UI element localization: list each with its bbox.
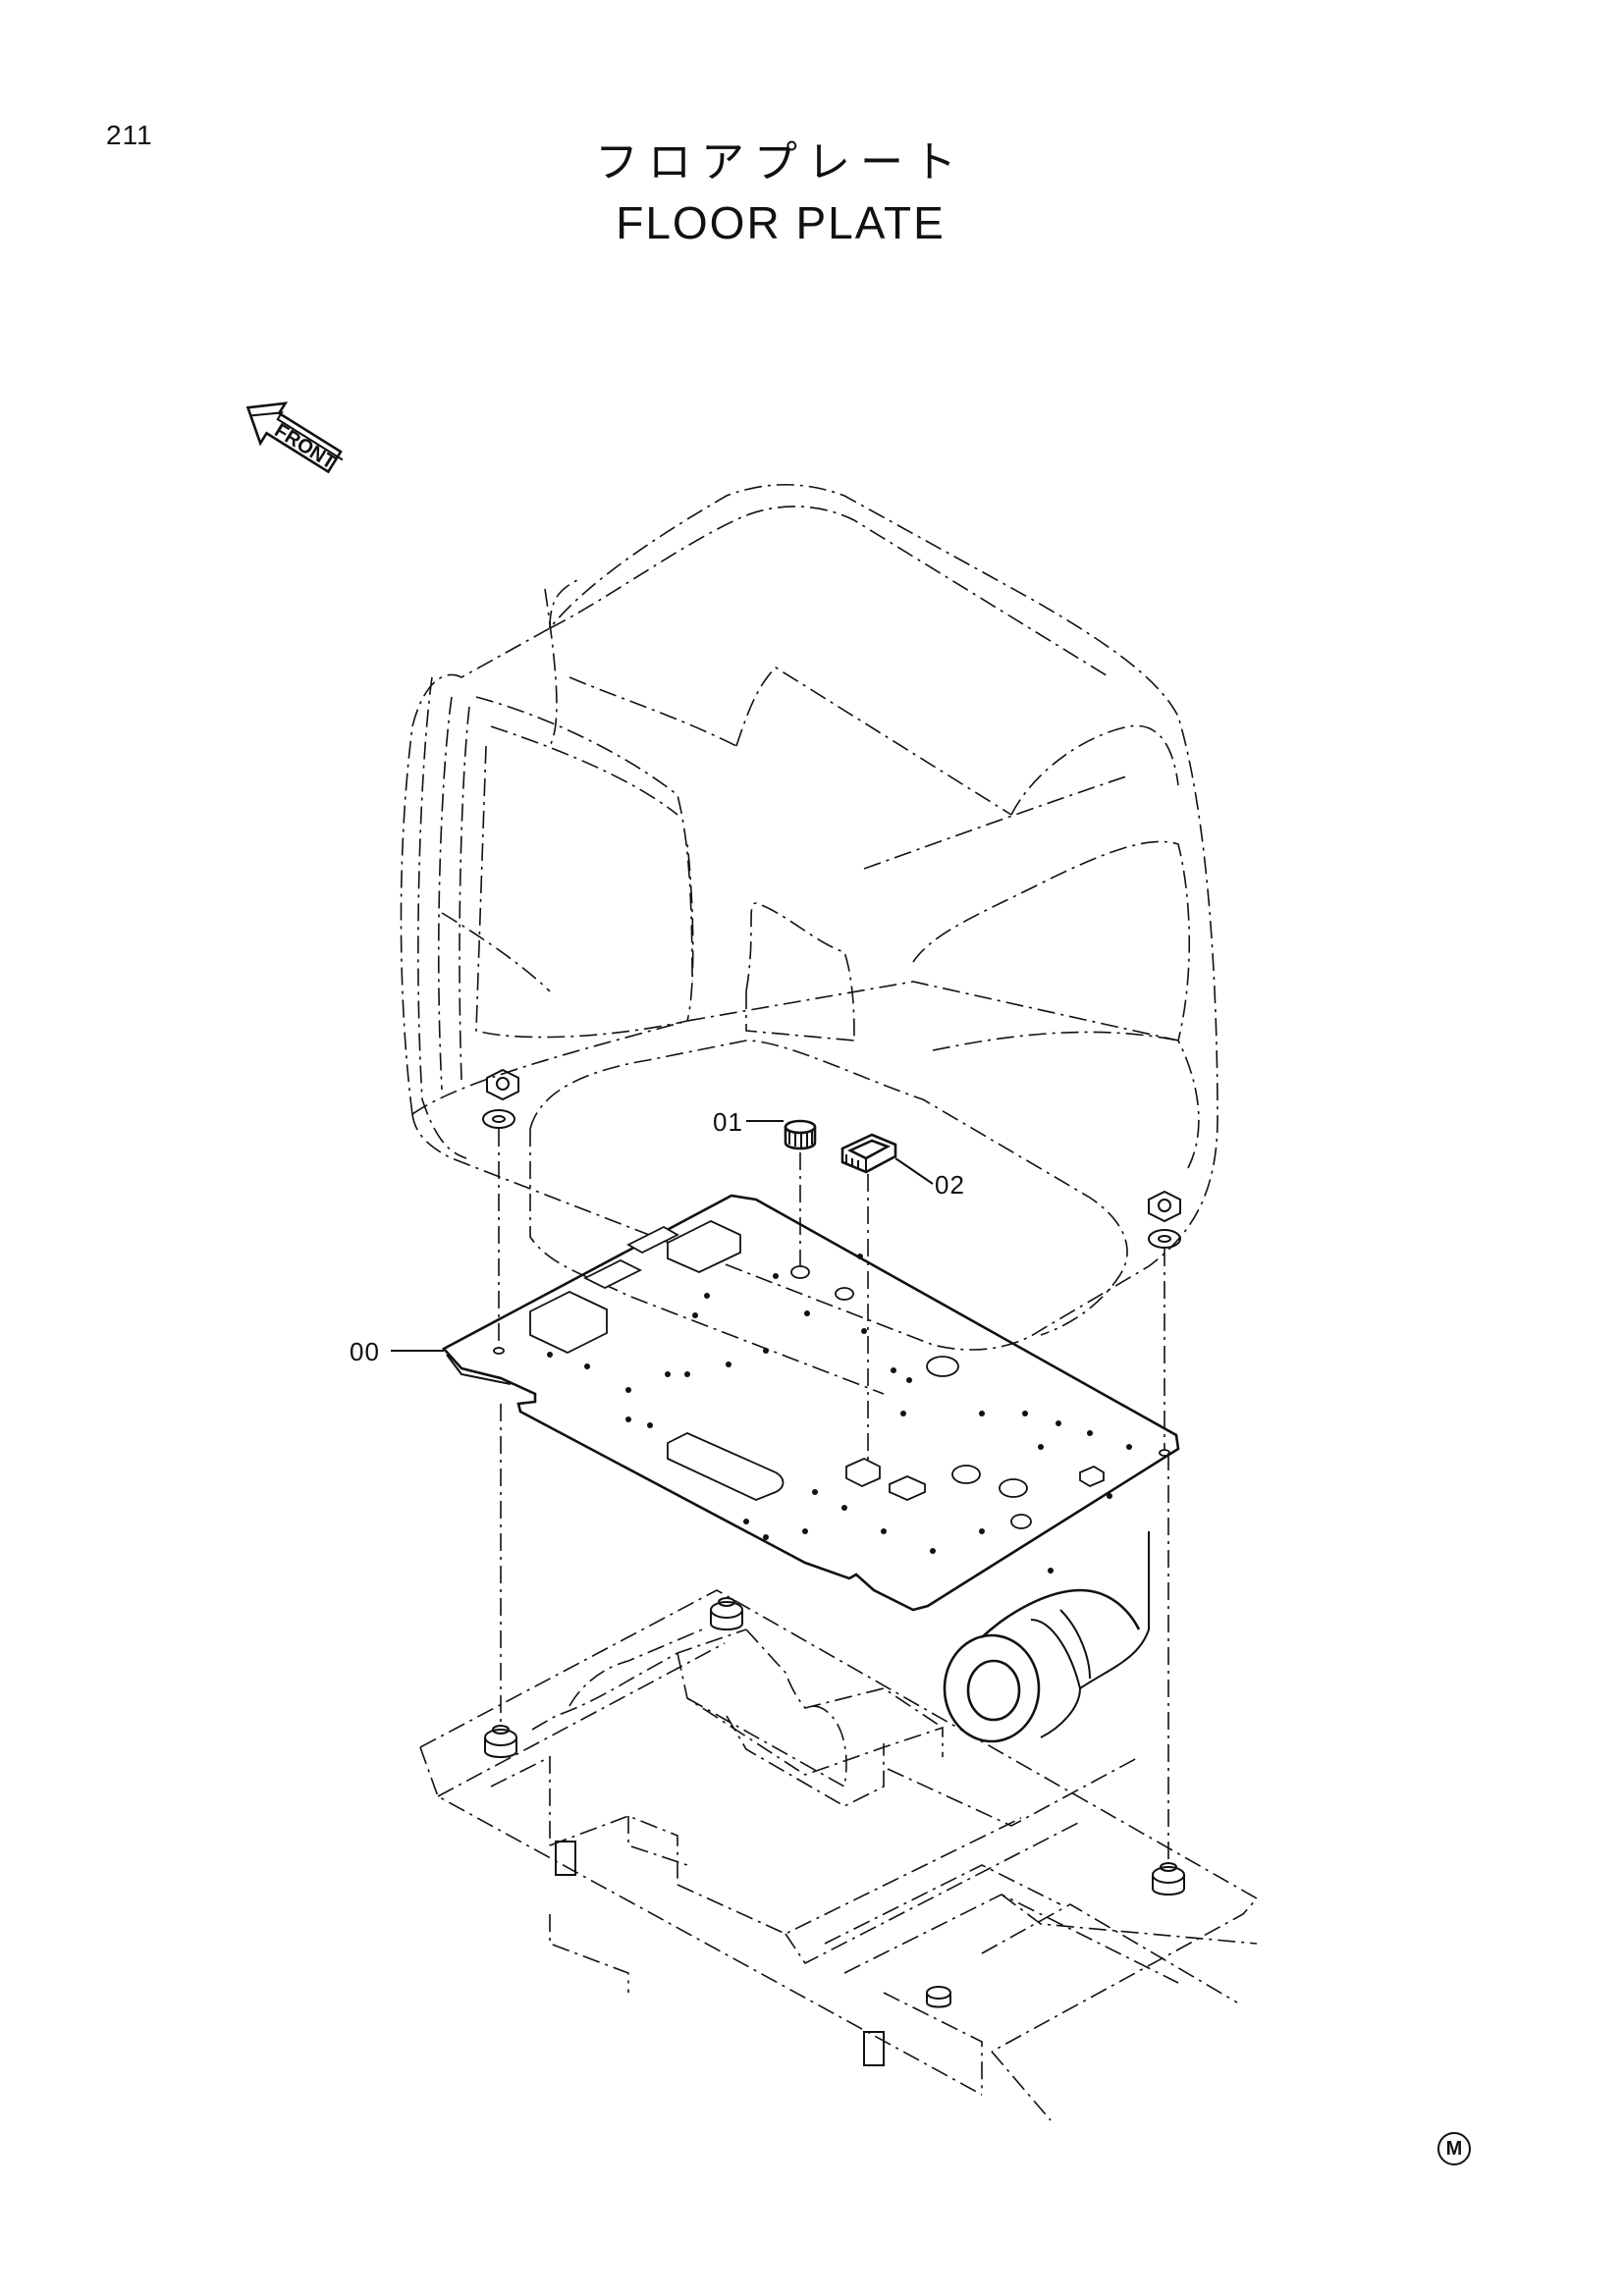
part-01-plug-icon — [746, 1119, 817, 1271]
front-arrow-icon: FRONT — [245, 401, 344, 474]
floor-plate-small-holes — [547, 1254, 1132, 1574]
page-title: フロアプレート FLOOR PLATE — [0, 135, 1561, 251]
base-mount-bosses — [484, 1404, 1185, 2066]
cab-mount-nut-right — [1148, 1190, 1181, 1453]
callout-part-02: 02 — [935, 1170, 965, 1200]
page-number: 211 — [106, 120, 153, 150]
swing-drum — [943, 1531, 1150, 1743]
callout-part-01: 01 — [713, 1107, 743, 1137]
circled-m-icon: M — [1437, 2132, 1471, 2165]
title-japanese: フロアプレート — [595, 137, 966, 187]
base-frame — [419, 1589, 1259, 2121]
part-00-floor-plate — [391, 1194, 1180, 1612]
cab-outline — [400, 483, 1218, 1395]
part-02-grommet-icon — [840, 1133, 934, 1472]
front-arrow-label: FRONT — [271, 420, 340, 474]
title-english: FLOOR PLATE — [616, 197, 946, 248]
cab-mount-nut-left — [482, 1068, 519, 1350]
callout-part-00: 00 — [350, 1337, 380, 1366]
